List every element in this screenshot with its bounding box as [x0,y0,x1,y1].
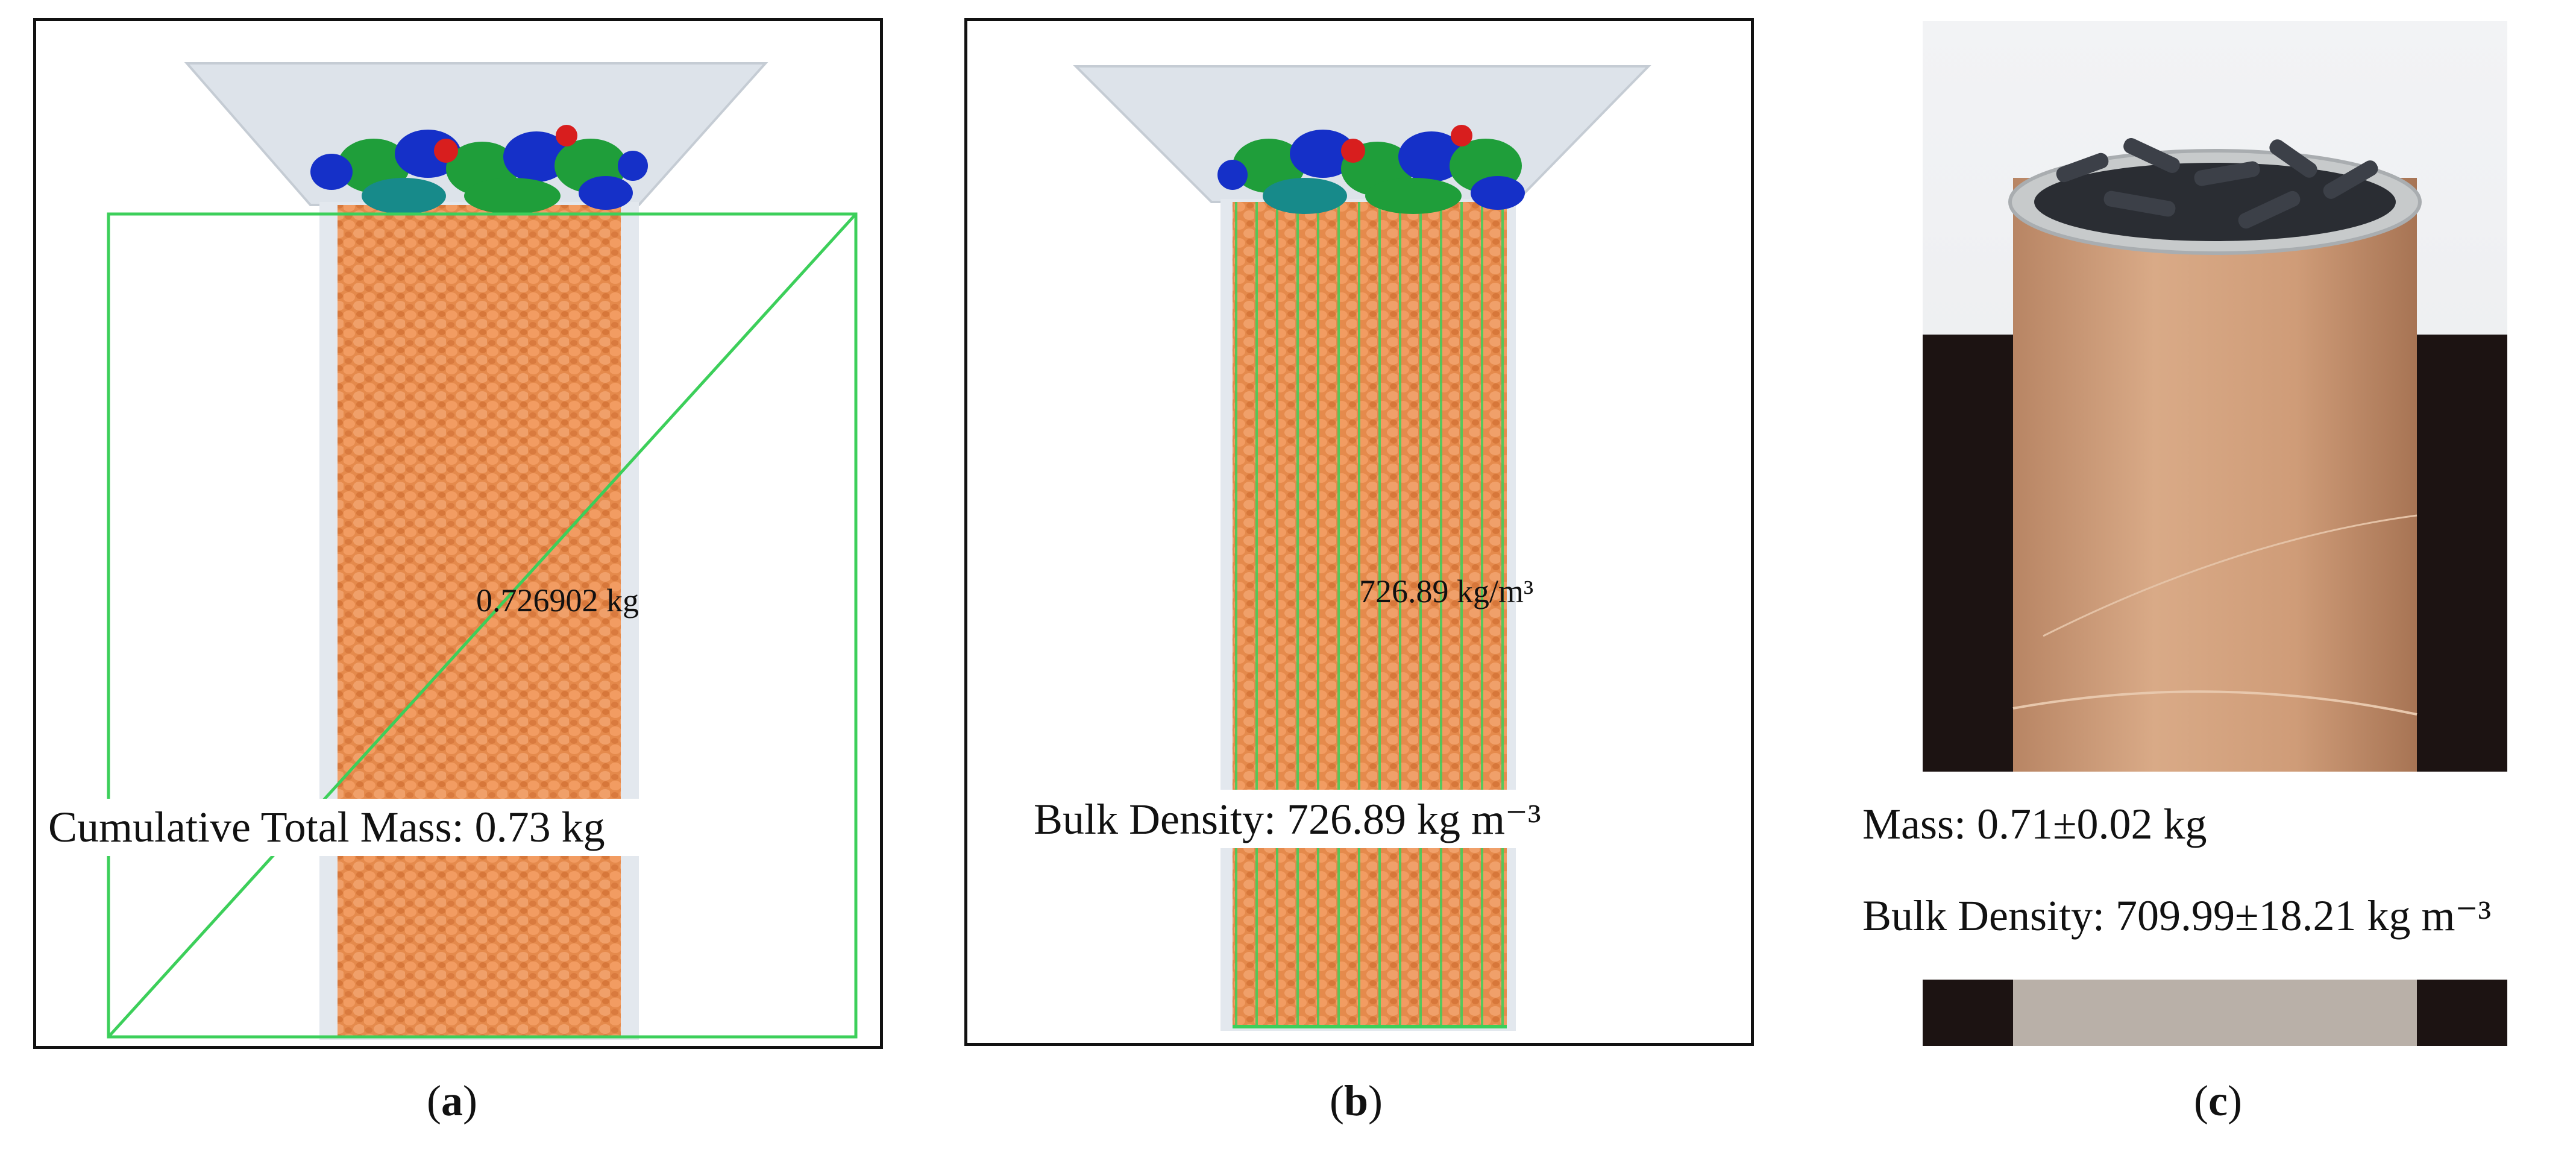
density-wireframe-lines [1233,202,1507,1028]
experimental-mass-name: Mass: [1862,800,1978,848]
simulated-mass-readout: 0.726902 kg [476,582,639,619]
experimental-density-name: Bulk Density: [1862,892,2116,940]
simulated-density-readout: 726.89 kg/m³ [1359,573,1534,609]
bulk-density-value: 726.89 kg m⁻³ [1287,795,1541,843]
bulk-density-name: Bulk Density: [1034,795,1287,843]
cumulative-mass-name: Cumulative Total Mass: [48,803,475,851]
caption-a: (a) [427,1077,477,1125]
experimental-density-value: 709.99±18.21 kg m⁻³ [2116,892,2492,940]
pellets-top [2034,163,2396,241]
panel-c-experiment-photo [1923,21,2507,1046]
top-particle-cluster [310,125,648,214]
caption-c: (c) [2194,1077,2242,1125]
panel-a-render [107,62,858,1040]
experimental-mass-value: 0.71±0.02 kg [1977,800,2207,848]
particle-bed [338,205,621,1037]
experimental-mass-label: Mass: 0.71±0.02 kg [1862,796,2556,853]
photo-label-band [1923,772,2507,980]
panel-b-render [1073,65,1651,1031]
top-particle-cluster [1217,125,1525,214]
panel-a-simulation-mass: 0.726902 kg Cumulative Total Mass: 0.73 … [33,18,883,1049]
caption-b: (b) [1329,1077,1383,1125]
bulk-density-label: Bulk Density: 726.89 kg m⁻³ [1034,790,1697,848]
mass-bin-wireframe [107,212,858,1039]
pellets [2056,138,2378,229]
experimental-density-label: Bulk Density: 709.99±18.21 kg m⁻³ [1862,886,2562,945]
panel-b-simulation-density: 726.89 kg/m³ Bulk Density: 726.89 kg m⁻³ [964,18,1754,1046]
cumulative-mass-label: Cumulative Total Mass: 0.73 kg [48,799,771,856]
tube-base [2013,980,2417,1046]
cumulative-mass-value: 0.73 kg [474,803,605,851]
